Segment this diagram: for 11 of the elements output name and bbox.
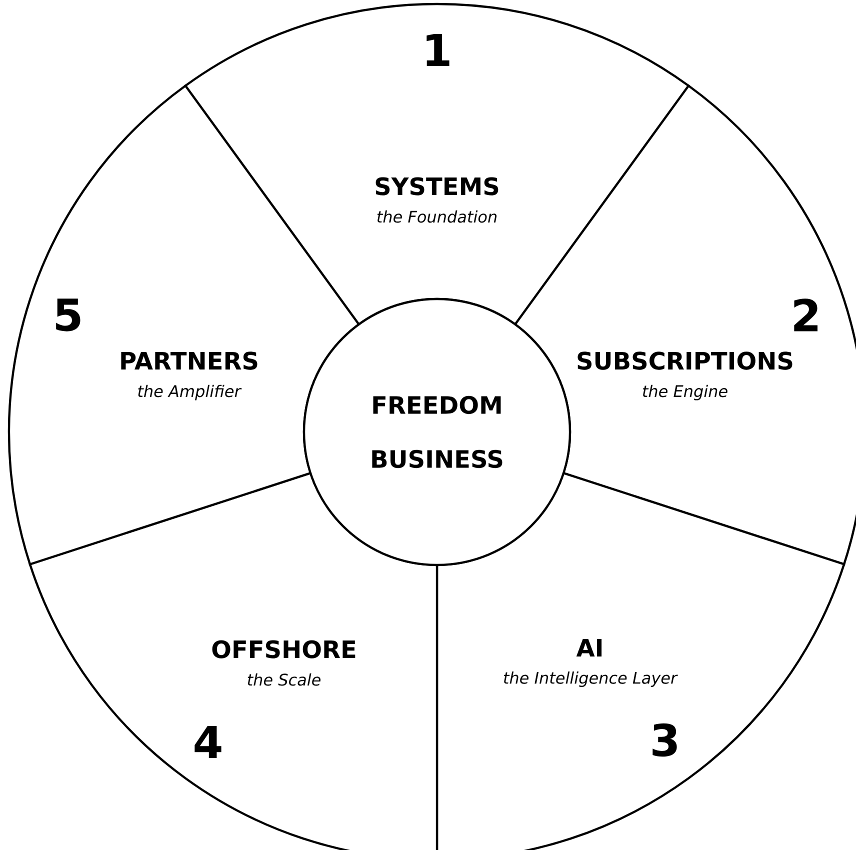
node-label: the Intelligence Layer xyxy=(504,671,678,687)
node-label: 4 xyxy=(194,726,222,758)
segment: AI the Intelligence Layer 3 xyxy=(436,472,846,850)
node-label: OFFSHORE xyxy=(212,640,356,658)
node-label: 3 xyxy=(652,723,677,757)
segment: OFFSHORE the Scale 4 xyxy=(28,472,438,850)
node-label: SUBSCRIPTIONS xyxy=(578,352,792,370)
node-label: the Engine xyxy=(642,384,728,400)
node-label: the Scale xyxy=(248,673,320,686)
node-label: AI xyxy=(576,639,602,656)
node-label: 2 xyxy=(794,298,818,332)
